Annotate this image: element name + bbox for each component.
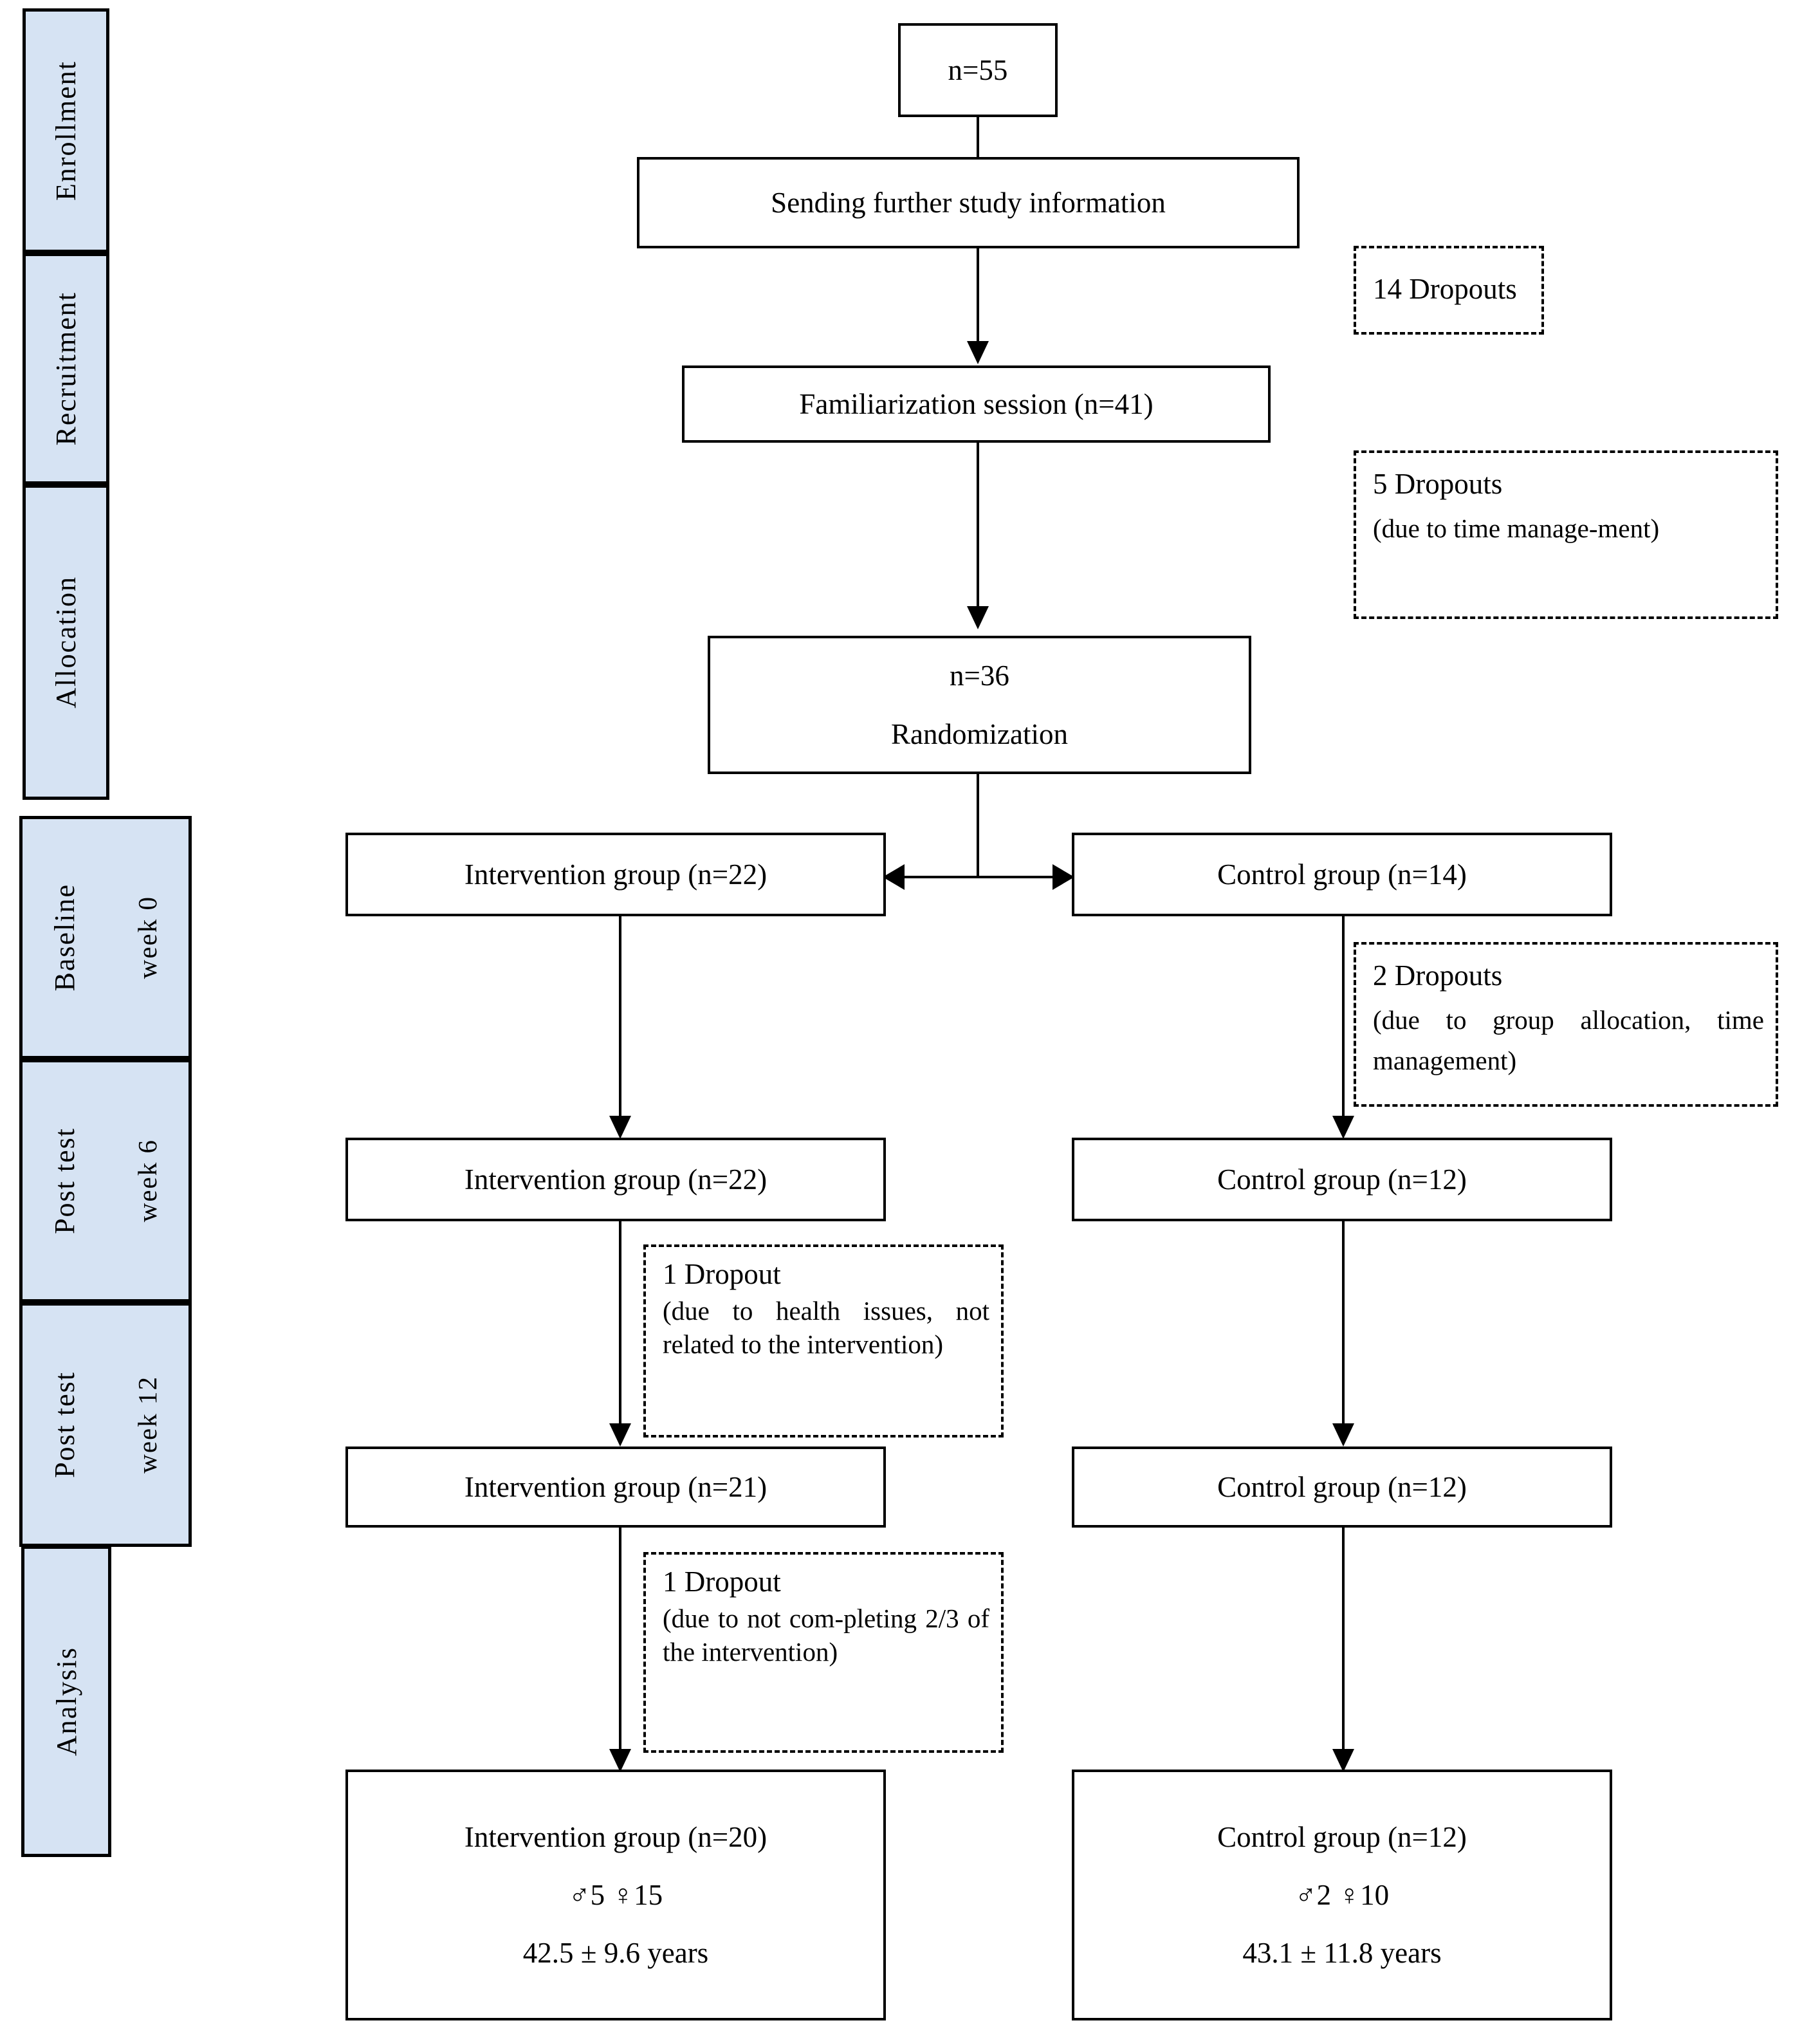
node-final-control-sex-counts: ♂2 ♀10 <box>1294 1878 1390 1911</box>
arrowhead-to-w6-intervention <box>609 1116 631 1139</box>
node-final-control-line-1: Control group (n=12) <box>1217 1820 1467 1853</box>
dropout-box-1-health-body: (due to health issues, not related to th… <box>663 1296 989 1360</box>
dropout-box-5-body: (due to time manage-ment) <box>1373 513 1660 543</box>
node-final-intervention-age: 42.5 ± 9.6 years <box>522 1937 709 1970</box>
phase-posttest-week6: Post test week 6 <box>19 1059 192 1302</box>
dropout-box-14: 14 Dropouts <box>1354 246 1544 335</box>
node-w6-control: Control group (n=12) <box>1072 1138 1612 1221</box>
dropout-box-2-heading: 2 Dropouts <box>1373 959 1503 992</box>
connector-randomization-stem <box>977 774 979 877</box>
node-enrolled-line-1: n=55 <box>948 53 1008 86</box>
phase-label-recruitment: Recruitment <box>50 291 82 446</box>
arrowhead-to-familiarization <box>967 341 989 364</box>
phase-sublabel-posttest-week6: week 6 <box>133 1139 163 1223</box>
arrowhead-to-w6-control <box>1332 1116 1354 1139</box>
connector-alloc-intervention-down <box>619 916 621 1120</box>
node-sending-info: Sending further study information <box>637 157 1300 248</box>
node-w12-intervention-line-1: Intervention group (n=21) <box>464 1470 768 1503</box>
phase-label-enrollment: Enrollment <box>50 60 82 201</box>
node-w12-intervention: Intervention group (n=21) <box>345 1447 886 1528</box>
phase-recruitment: Recruitment <box>23 253 109 485</box>
connector-w6-intervention-down <box>619 1221 621 1427</box>
node-alloc-control: Control group (n=14) <box>1072 833 1612 916</box>
node-final-intervention-sex-counts: ♂5 ♀15 <box>568 1878 663 1911</box>
phase-label-baseline: Baseline <box>48 883 80 992</box>
phase-allocation: Allocation <box>23 485 109 800</box>
phase-label-allocation: Allocation <box>50 576 82 708</box>
node-alloc-control-line-1: Control group (n=14) <box>1217 858 1467 891</box>
connector-w12-control-down <box>1342 1528 1345 1754</box>
arrowhead-to-randomization <box>967 606 989 629</box>
node-randomization-line-2: Randomization <box>891 717 1068 750</box>
phase-enrollment: Enrollment <box>23 8 109 253</box>
connector-w6-control-down <box>1342 1221 1345 1427</box>
node-familiarization: Familiarization session (n=41) <box>682 365 1271 443</box>
node-w6-intervention: Intervention group (n=22) <box>345 1138 886 1221</box>
phase-label-analysis: Analysis <box>50 1647 82 1756</box>
node-final-control: Control group (n=12) ♂2 ♀10 43.1 ± 11.8 … <box>1072 1770 1612 2020</box>
phase-label-posttest-week12: Post test <box>48 1371 80 1478</box>
node-w6-control-line-1: Control group (n=12) <box>1217 1163 1467 1196</box>
node-randomization-line-1: n=36 <box>950 660 1009 692</box>
node-sending-info-line-1: Sending further study information <box>771 186 1166 219</box>
dropout-box-2-body: (due to group allocation, time managemen… <box>1373 1004 1764 1076</box>
connector-familiarization-to-randomization <box>977 443 979 616</box>
node-final-intervention-line-1: Intervention group (n=20) <box>464 1820 768 1853</box>
arrowhead-split-right <box>1052 864 1074 890</box>
connector-w12-intervention-down <box>619 1528 621 1754</box>
dropout-box-1-adherence-heading: 1 Dropout <box>663 1566 781 1598</box>
dropout-box-5-heading: 5 Dropouts <box>1373 468 1503 500</box>
node-w12-control-line-1: Control group (n=12) <box>1217 1470 1467 1503</box>
dropout-box-1-health-heading: 1 Dropout <box>663 1258 781 1290</box>
arrowhead-split-left <box>883 864 905 890</box>
node-final-intervention: Intervention group (n=20) ♂5 ♀15 42.5 ± … <box>345 1770 886 2020</box>
node-enrolled: n=55 <box>898 23 1058 117</box>
dropout-box-1-adherence: 1 Dropout (due to not com-pleting 2/3 of… <box>643 1552 1004 1753</box>
dropout-box-2: 2 Dropouts (due to group allocation, tim… <box>1354 942 1778 1107</box>
connector-alloc-control-down <box>1342 916 1345 1120</box>
phase-analysis: Analysis <box>21 1546 111 1857</box>
phase-baseline: Baseline week 0 <box>19 816 192 1059</box>
node-randomization: n=36 Randomization <box>708 636 1251 774</box>
node-alloc-intervention-line-1: Intervention group (n=22) <box>464 858 768 891</box>
node-final-control-age: 43.1 ± 11.8 years <box>1242 1937 1442 1970</box>
phase-posttest-week12: Post test week 12 <box>19 1302 192 1547</box>
connector-sending-to-familiarization <box>977 248 979 346</box>
dropout-box-1-health: 1 Dropout (due to health issues, not rel… <box>643 1244 1004 1437</box>
arrowhead-to-w12-control <box>1332 1423 1354 1447</box>
phase-sublabel-posttest-week12: week 12 <box>133 1376 163 1474</box>
arrowhead-to-final-intervention <box>609 1749 631 1772</box>
node-w12-control: Control group (n=12) <box>1072 1447 1612 1528</box>
node-w6-intervention-line-1: Intervention group (n=22) <box>464 1163 768 1196</box>
node-alloc-intervention: Intervention group (n=22) <box>345 833 886 916</box>
phase-label-posttest-week6: Post test <box>48 1127 80 1234</box>
arrowhead-to-final-control <box>1332 1749 1354 1772</box>
node-familiarization-line-1: Familiarization session (n=41) <box>799 387 1154 420</box>
arrowhead-to-w12-intervention <box>609 1423 631 1447</box>
dropout-box-5: 5 Dropouts (due to time manage-ment) <box>1354 450 1778 619</box>
connector-allocation-split <box>901 876 1055 878</box>
phase-sublabel-baseline-week: week 0 <box>133 896 163 979</box>
dropout-box-1-adherence-body: (due to not com-pleting 2/3 of the inter… <box>663 1604 989 1667</box>
dropout-box-14-heading: 14 Dropouts <box>1373 273 1517 306</box>
connector-enrolled-to-sending <box>977 117 979 157</box>
